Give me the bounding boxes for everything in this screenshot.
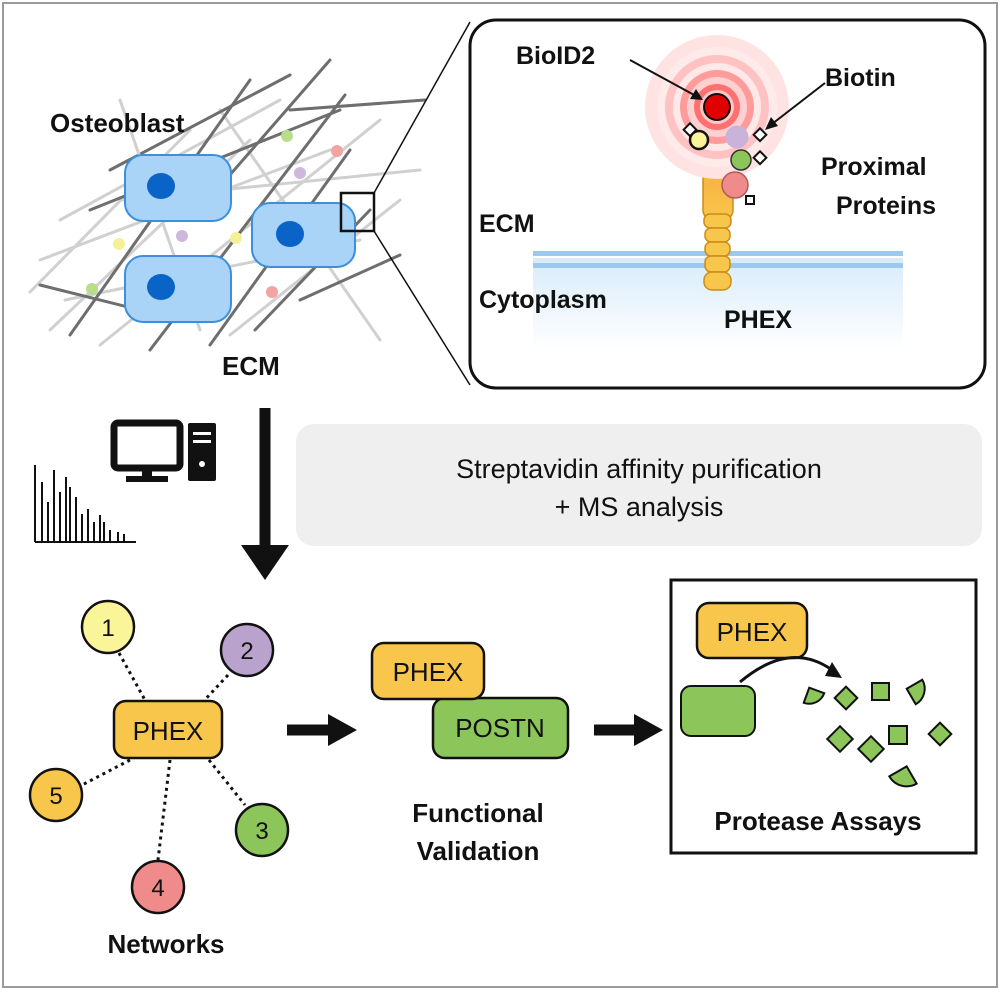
validation-caption-line2: Validation xyxy=(417,836,540,866)
network-node xyxy=(219,622,275,678)
proximal-proteins xyxy=(682,121,768,205)
bioid2-label: BioID2 xyxy=(516,42,595,70)
zoom-line xyxy=(373,230,471,386)
biotin-tag xyxy=(752,126,768,143)
network-hub-label: PHEX xyxy=(133,716,204,746)
network-node-label: 2 xyxy=(240,638,253,665)
network-nodes: 1 2 3 4 5 xyxy=(28,599,290,915)
osteoblast-cell xyxy=(124,154,232,222)
ecm-dot xyxy=(281,130,293,142)
nucleus xyxy=(147,173,175,199)
ecm-fiber xyxy=(288,98,427,112)
zoom-phex-label: PHEX xyxy=(724,306,792,334)
network-node-label: 5 xyxy=(49,783,62,810)
arrowhead xyxy=(765,117,778,130)
ecm-dot xyxy=(266,286,278,298)
ecm-dot xyxy=(113,238,125,250)
osteoblast-cell xyxy=(124,255,232,323)
biotin-tag xyxy=(745,195,755,205)
ecm-label: ECM xyxy=(222,351,280,381)
network-hub xyxy=(112,699,224,760)
network-node-label: 1 xyxy=(101,615,114,642)
fragment xyxy=(856,734,886,764)
mass-spectrum-icon xyxy=(34,465,136,543)
postn-box xyxy=(431,696,570,760)
fragment xyxy=(888,725,908,745)
ecm-dot xyxy=(86,283,98,295)
substrate-box xyxy=(680,685,756,737)
network-node-label: 4 xyxy=(151,875,164,902)
biotin-label: Biotin xyxy=(825,64,896,92)
network-node-label: 3 xyxy=(255,818,268,845)
bioid2-enzyme xyxy=(703,93,731,121)
cleaved-fragments xyxy=(802,678,953,788)
nucleus xyxy=(276,221,304,247)
zoom-ecm-label: ECM xyxy=(479,210,535,238)
biotin-tag xyxy=(682,121,698,138)
fragment xyxy=(887,764,919,788)
networks-caption: Networks xyxy=(107,929,224,959)
arrowhead xyxy=(825,662,842,678)
flow-arrow-head xyxy=(634,714,663,746)
proximal-proteins-label-line2: Proteins xyxy=(836,192,936,220)
fragment xyxy=(833,685,859,711)
process-step-line2: + MS analysis xyxy=(555,492,724,522)
fragment xyxy=(802,686,826,705)
postn-label: POSTN xyxy=(455,713,545,743)
ecm-dot xyxy=(230,232,242,244)
ecm-protein-dots xyxy=(86,130,343,298)
proximal-protein xyxy=(721,171,749,199)
ecm-dot xyxy=(176,230,188,242)
cleavage-arrow xyxy=(739,656,833,684)
bioid2-arrow xyxy=(629,59,697,97)
flow-arrow-head xyxy=(328,714,357,746)
protease-phex-label: PHEX xyxy=(717,617,788,647)
ecm-dot xyxy=(294,167,306,179)
main-down-arrow-head xyxy=(241,545,289,580)
protease-phex-box xyxy=(695,601,809,660)
network-node xyxy=(234,802,290,858)
fragment xyxy=(905,678,926,706)
validation-phex-box xyxy=(370,641,486,701)
network-node xyxy=(80,599,136,655)
proximal-protein xyxy=(725,125,749,149)
validation-caption-line1: Functional xyxy=(412,798,543,828)
zoom-selection-box xyxy=(339,191,376,233)
process-step-panel xyxy=(296,424,982,546)
proximal-protein xyxy=(688,129,710,151)
computer-icon xyxy=(110,419,216,482)
ecm-fiber xyxy=(298,253,402,302)
fragment xyxy=(927,721,953,747)
cytoplasm-label: Cytoplasm xyxy=(479,286,607,314)
fragment xyxy=(871,682,890,701)
network-node xyxy=(130,859,186,915)
process-step-line1: Streptavidin affinity purification xyxy=(456,454,822,484)
zoom-line xyxy=(373,21,471,194)
ecm-dot xyxy=(331,145,343,157)
osteoblast-cell xyxy=(251,202,356,268)
fragment xyxy=(825,724,855,754)
protease-assays-caption: Protease Assays xyxy=(714,806,921,836)
network-node xyxy=(28,767,84,823)
biotin-arrow xyxy=(771,82,826,125)
validation-phex-label: PHEX xyxy=(393,657,464,687)
proximal-proteins-label-line1: Proximal xyxy=(821,153,927,181)
arrowhead xyxy=(690,89,703,100)
proximal-protein xyxy=(730,149,752,171)
nucleus xyxy=(147,274,175,300)
osteoblast-label: Osteoblast xyxy=(50,108,185,138)
biotin-tag xyxy=(752,149,768,166)
